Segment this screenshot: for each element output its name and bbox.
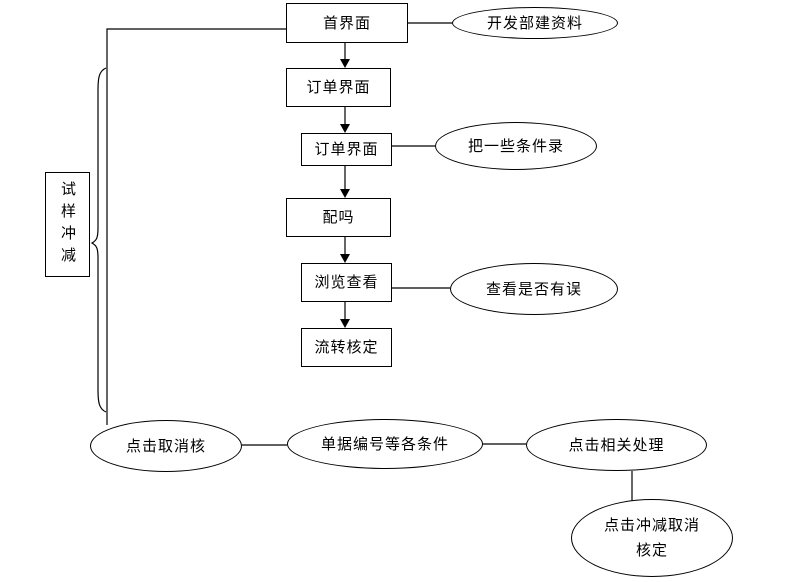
- flow-ellipse-doc-number: 单据编号等各条件: [287, 419, 483, 469]
- connector-home-to-cancel: [106, 28, 286, 425]
- flow-box-order1: 订单界面: [286, 68, 391, 107]
- flow-box-verify: 流转核定: [301, 328, 392, 367]
- arrow-peima-browse-head: [340, 254, 350, 263]
- flow-box-peima: 配吗: [286, 198, 391, 237]
- flow-box-sample-offset: 试样冲减: [45, 172, 90, 277]
- flow-ellipse-related-process: 点击相关处理: [526, 419, 707, 471]
- flow-ellipse-dev-data: 开发部建资料: [452, 7, 618, 39]
- flow-ellipse-offset-cancel: 点击冲减取消核定: [571, 499, 733, 577]
- flow-box-home: 首界面: [286, 3, 408, 43]
- arrow-order1-order2-head: [340, 124, 350, 133]
- flow-box-browse: 浏览查看: [301, 263, 392, 302]
- flow-ellipse-offset-cancel-label: 点击冲减取消核定: [603, 516, 700, 559]
- arrow-order2-peima-head: [340, 189, 350, 198]
- left-brace: [90, 67, 107, 413]
- arrow-browse-verify-head: [340, 319, 350, 328]
- flow-box-order2: 订单界面: [301, 133, 392, 166]
- flow-ellipse-cancel: 点击取消核: [90, 420, 242, 472]
- flow-ellipse-conditions: 把一些条件录: [435, 122, 597, 170]
- flow-ellipse-check-errors: 查看是否有误: [450, 263, 618, 315]
- arrow-home-order1-head: [340, 59, 350, 68]
